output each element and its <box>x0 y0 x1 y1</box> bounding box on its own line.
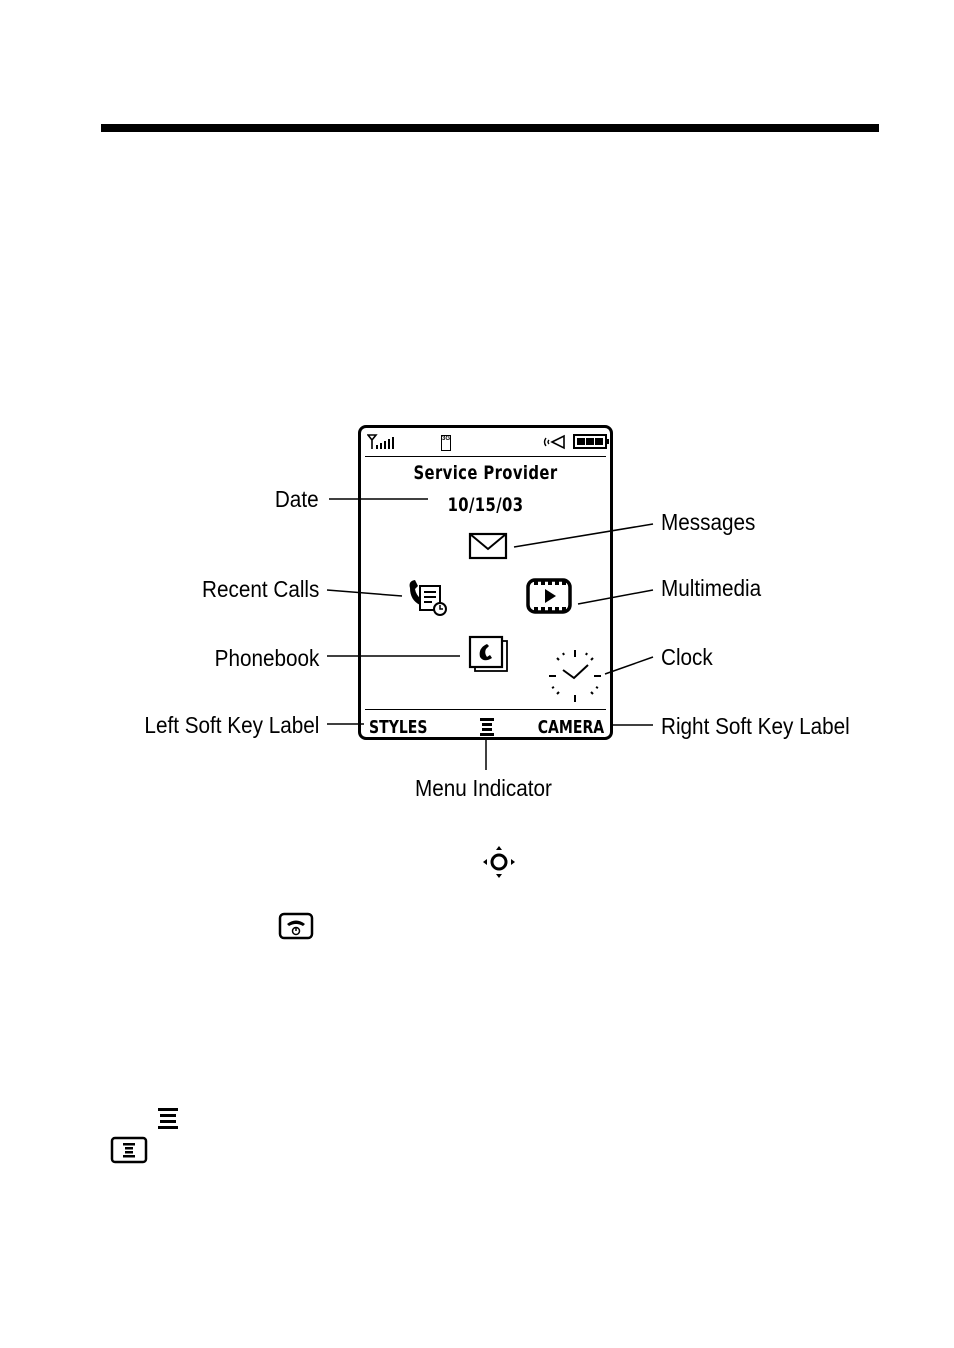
date-display: 10/15/03 <box>447 494 524 516</box>
battery-icon <box>573 434 609 449</box>
power-end-key-icon <box>278 912 314 940</box>
menu-key-icon <box>110 1136 148 1164</box>
callout-menu-indicator: Menu Indicator <box>415 775 552 801</box>
callout-date: Date <box>275 486 319 512</box>
softkey-divider <box>365 709 606 710</box>
callout-right-soft-key-label: Right Soft Key Label <box>661 713 850 739</box>
menu-indicator-inline-icon <box>158 1108 178 1129</box>
service-provider: Service Provider <box>413 462 558 484</box>
multimedia-icon[interactable] <box>525 578 575 614</box>
callout-clock: Clock <box>661 644 713 670</box>
callout-phonebook: Phonebook <box>214 645 319 671</box>
clock-icon[interactable] <box>547 648 603 704</box>
right-soft-key-label[interactable]: CAMERA <box>537 717 604 738</box>
left-soft-key-label[interactable]: STYLES <box>369 717 428 738</box>
recent-calls-icon[interactable] <box>406 578 450 616</box>
signal-strength-icon <box>367 434 394 449</box>
navigation-key-icon <box>483 846 515 878</box>
status-divider <box>365 456 606 457</box>
menu-indicator-icon[interactable] <box>479 717 495 739</box>
callout-multimedia: Multimedia <box>661 575 762 601</box>
message-envelope-icon[interactable] <box>468 532 510 562</box>
phone-display: 3G Service Provider 10/15/03 <box>358 425 613 740</box>
ring-style-icon <box>543 434 565 450</box>
top-rule <box>101 124 879 132</box>
callout-messages: Messages <box>661 509 756 535</box>
3g-icon: 3G <box>441 435 451 451</box>
phonebook-icon[interactable] <box>467 635 511 675</box>
callout-recent-calls: Recent Calls <box>201 576 319 602</box>
callout-left-soft-key-label: Left Soft Key Label <box>144 712 319 738</box>
